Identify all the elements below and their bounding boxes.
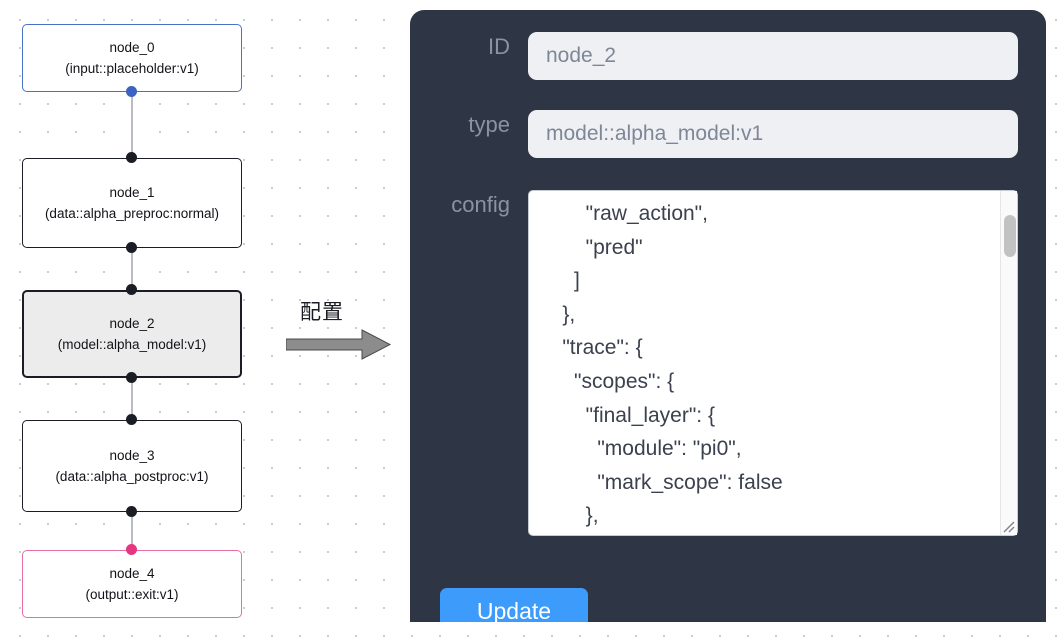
node_3-target-handle[interactable] [125,414,137,425]
edge-node3-node4[interactable] [131,512,133,550]
graph-node-label: node_0 (input::placeholder:v1) [65,40,199,76]
edge-node1-node2[interactable] [131,248,133,290]
node_1-source-handle[interactable] [125,242,137,253]
config-scrollbar-thumb[interactable] [1004,215,1016,257]
graph-node-node_2[interactable]: node_2 (model::alpha_model:v1) [22,290,242,378]
arrow-caption-label: 配置 [300,300,344,324]
config-field-row: config "raw_action", "pred" ] }, "trace"… [428,190,1018,536]
node_2-source-handle[interactable] [125,372,137,383]
id-input[interactable] [528,32,1018,80]
config-field-label: config [451,192,510,217]
graph-node-node_1[interactable]: node_1 (data::alpha_preproc:normal) [22,158,242,248]
node-config-panel: ID type config "raw_action", "pred" ] },… [410,10,1046,622]
config-scrollbar[interactable] [1000,191,1017,535]
config-textarea-wrapper: "raw_action", "pred" ] }, "trace": { "sc… [528,190,1018,536]
type-input[interactable] [528,110,1018,158]
graph-node-node_3[interactable]: node_3 (data::alpha_postproc:v1) [22,420,242,512]
edge-node0-node1[interactable] [131,92,133,158]
graph-node-label: node_2 (model::alpha_model:v1) [57,316,207,352]
type-field-row: type [428,110,1018,158]
flow-arrow-annotation: 配置 [286,296,396,366]
graph-node-label: node_4 (output::exit:v1) [85,566,179,602]
id-field-row: ID [428,32,1018,80]
id-field-label: ID [488,34,510,59]
node_1-target-handle[interactable] [125,152,137,163]
config-textarea[interactable]: "raw_action", "pred" ] }, "trace": { "sc… [528,190,1018,536]
update-button[interactable]: Update [440,588,588,622]
graph-node-node_0[interactable]: node_0 (input::placeholder:v1) [22,24,242,92]
type-field-label: type [468,112,510,137]
node_3-source-handle[interactable] [125,506,137,517]
edge-node2-node3[interactable] [131,378,133,420]
node_2-target-handle[interactable] [125,284,137,295]
node_4-target-handle[interactable] [125,544,137,555]
graph-node-label: node_3 (data::alpha_postproc:v1) [55,448,209,484]
resize-grip-icon[interactable] [1000,518,1016,534]
node_0-source-handle[interactable] [125,86,137,97]
graph-node-node_4[interactable]: node_4 (output::exit:v1) [22,550,242,618]
graph-node-label: node_1 (data::alpha_preproc:normal) [44,185,220,221]
right-arrow-icon [286,329,392,360]
